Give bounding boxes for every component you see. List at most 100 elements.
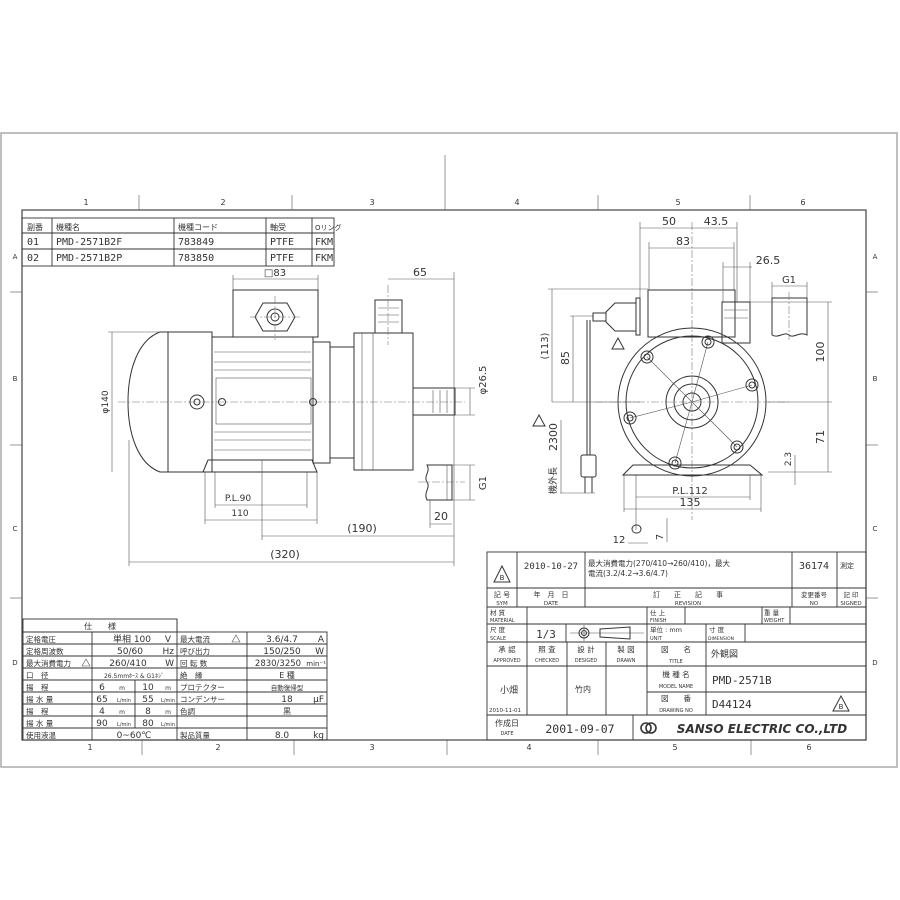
grid-row-d-right: D <box>872 659 877 667</box>
label-drawing-no: 図 番 <box>661 693 691 703</box>
grid-col-5: 5 <box>675 198 680 207</box>
spec-label: 最大消費電力 <box>26 658 71 668</box>
label-scale: 尺 度 <box>490 625 506 634</box>
grid-col-4-bottom: 4 <box>526 743 531 752</box>
dim-motor-diameter: φ140 <box>101 390 111 413</box>
spec-label: 口 径 <box>26 670 49 680</box>
label-checked-en: CHECKED <box>535 658 559 664</box>
svg-text:PTFE: PTFE <box>270 237 294 248</box>
pump-front-view: 50 43.5 83 26.5 G1 (113) 85 100 71 2.3 P… <box>532 215 832 546</box>
dim-gland-height: 85 <box>559 351 572 365</box>
grid-col-3-bottom: 3 <box>369 743 374 752</box>
label-date-en: DATE <box>544 601 559 607</box>
terminal-box <box>232 289 319 338</box>
spec-label: 揚 水 量 <box>26 718 54 728</box>
dim-foot-thickness: 2.3 <box>784 452 794 466</box>
dim-thread: G1 <box>478 476 489 490</box>
label-drawn: 製 図 <box>617 644 634 654</box>
grid-col-6: 6 <box>800 198 805 207</box>
spec-unit: kg <box>313 731 324 741</box>
label-signed-en: SIGNED <box>840 601 861 607</box>
spec-value: 55 <box>142 695 153 705</box>
revision-date: 2010-10-27 <box>524 562 578 572</box>
spec-label: コンデンサー <box>180 694 225 704</box>
grid-col-3: 3 <box>369 198 374 207</box>
motor-foot <box>202 459 318 473</box>
dim-foot: 110 <box>231 509 248 519</box>
grid-row-b: B <box>13 375 18 383</box>
spec-value: 2830/3250 <box>255 659 301 669</box>
grid-row-a: A <box>13 253 18 261</box>
sheet-border <box>0 132 898 768</box>
spec-unit: L/min <box>117 698 131 704</box>
label-material-en: MATERIAL <box>490 618 515 624</box>
label-created: 作成日 <box>495 718 519 728</box>
svg-text:FKM: FKM <box>315 253 333 264</box>
svg-text:B: B <box>500 574 505 582</box>
discharge-port <box>374 299 403 334</box>
label-model-name-en: MODEL NAME <box>659 684 693 690</box>
spec-value: 90 <box>96 719 108 729</box>
cable-length: 2300 <box>547 423 560 451</box>
spec-title: 仕 様 <box>84 621 116 631</box>
svg-text:PMD-2571B2P: PMD-2571B2P <box>56 253 122 264</box>
spec-label: 製品質量 <box>180 730 210 740</box>
spec-value: E 種 <box>279 670 295 680</box>
col-header-model: 機種名 <box>56 222 80 232</box>
spec-label: 最大電流 <box>180 634 210 644</box>
col-header-oring: Oリング <box>315 223 342 232</box>
spec-value: 26.5mmﾎｰｽ & G1ﾈｼﾞ <box>104 673 164 680</box>
spec-value: 黒 <box>283 707 291 716</box>
label-finish-en: FINISH <box>650 618 667 624</box>
spec-unit: W <box>315 647 324 657</box>
dim-pl112: P.L.112 <box>672 486 708 497</box>
grid-row-a-right: A <box>873 253 878 261</box>
casing-bolts <box>623 335 759 470</box>
col-header-sub-no: 副番 <box>27 222 43 232</box>
change-number: 36174 <box>799 561 829 572</box>
pump-casing <box>353 332 414 471</box>
label-drawn-en: DRAWN <box>617 658 636 664</box>
spec-value: 8.0 <box>275 731 290 741</box>
base-foot <box>621 464 764 476</box>
spec-value: 3.6/4.7 <box>266 635 298 645</box>
spec-value: 単相 100 <box>113 633 151 645</box>
svg-text:01: 01 <box>27 237 39 248</box>
table-row: 02 PMD-2571B2P 783850 PTFE FKM <box>27 253 333 264</box>
model-name: PMD-2571B <box>712 674 772 687</box>
label-finish: 仕 上 <box>650 608 666 617</box>
label-change-no: 変更番号 <box>801 590 828 599</box>
col-header-code: 機種コード <box>178 222 218 232</box>
dim-base-width: 135 <box>680 496 701 509</box>
grid-col-2: 2 <box>220 198 225 207</box>
dim-terminal-box: □83 <box>264 268 286 279</box>
created-date: 2001-09-07 <box>545 722 614 736</box>
label-revision-en: REVISION <box>675 601 701 607</box>
svg-text:PMD-2571B2F: PMD-2571B2F <box>56 237 122 248</box>
spec-label: プロテクター <box>180 683 225 692</box>
cable-gland <box>605 302 637 332</box>
spec-unit: L/min <box>117 722 131 728</box>
grid-col-4: 4 <box>514 198 519 207</box>
spec-value: 150/250 <box>263 647 301 657</box>
spec-unit: W <box>165 659 174 669</box>
bolt-icon <box>189 394 205 410</box>
dim-slot-height: 7 <box>655 534 666 540</box>
dim-outlet-height: 100 <box>814 342 827 363</box>
table-row: 01 PMD-2571B2F 783849 PTFE FKM <box>27 237 333 248</box>
suction-port <box>412 387 456 416</box>
label-dimension: 寸 度 <box>709 625 725 634</box>
label-approved-en: APPROVED <box>493 658 520 664</box>
title-block: B 2010-10-27 最大消費電力(270/410→260/410)，最大 … <box>486 551 867 741</box>
dim-box-width: 83 <box>676 235 690 248</box>
spec-label: 絶 縁 <box>180 670 203 680</box>
g1-fitting-front <box>771 297 808 337</box>
label-scale-en: SCALE <box>490 636 506 642</box>
spec-value: 6 <box>99 683 105 693</box>
revision-text-1: 最大消費電力(270/410→260/410)，最大 <box>588 558 730 568</box>
grid-row-b-right: B <box>873 375 878 383</box>
spec-value: 4 <box>99 707 105 717</box>
spec-label: 使用液温 <box>26 730 56 740</box>
spec-unit: L/min <box>161 698 175 704</box>
scale-value: 1/3 <box>536 628 556 641</box>
